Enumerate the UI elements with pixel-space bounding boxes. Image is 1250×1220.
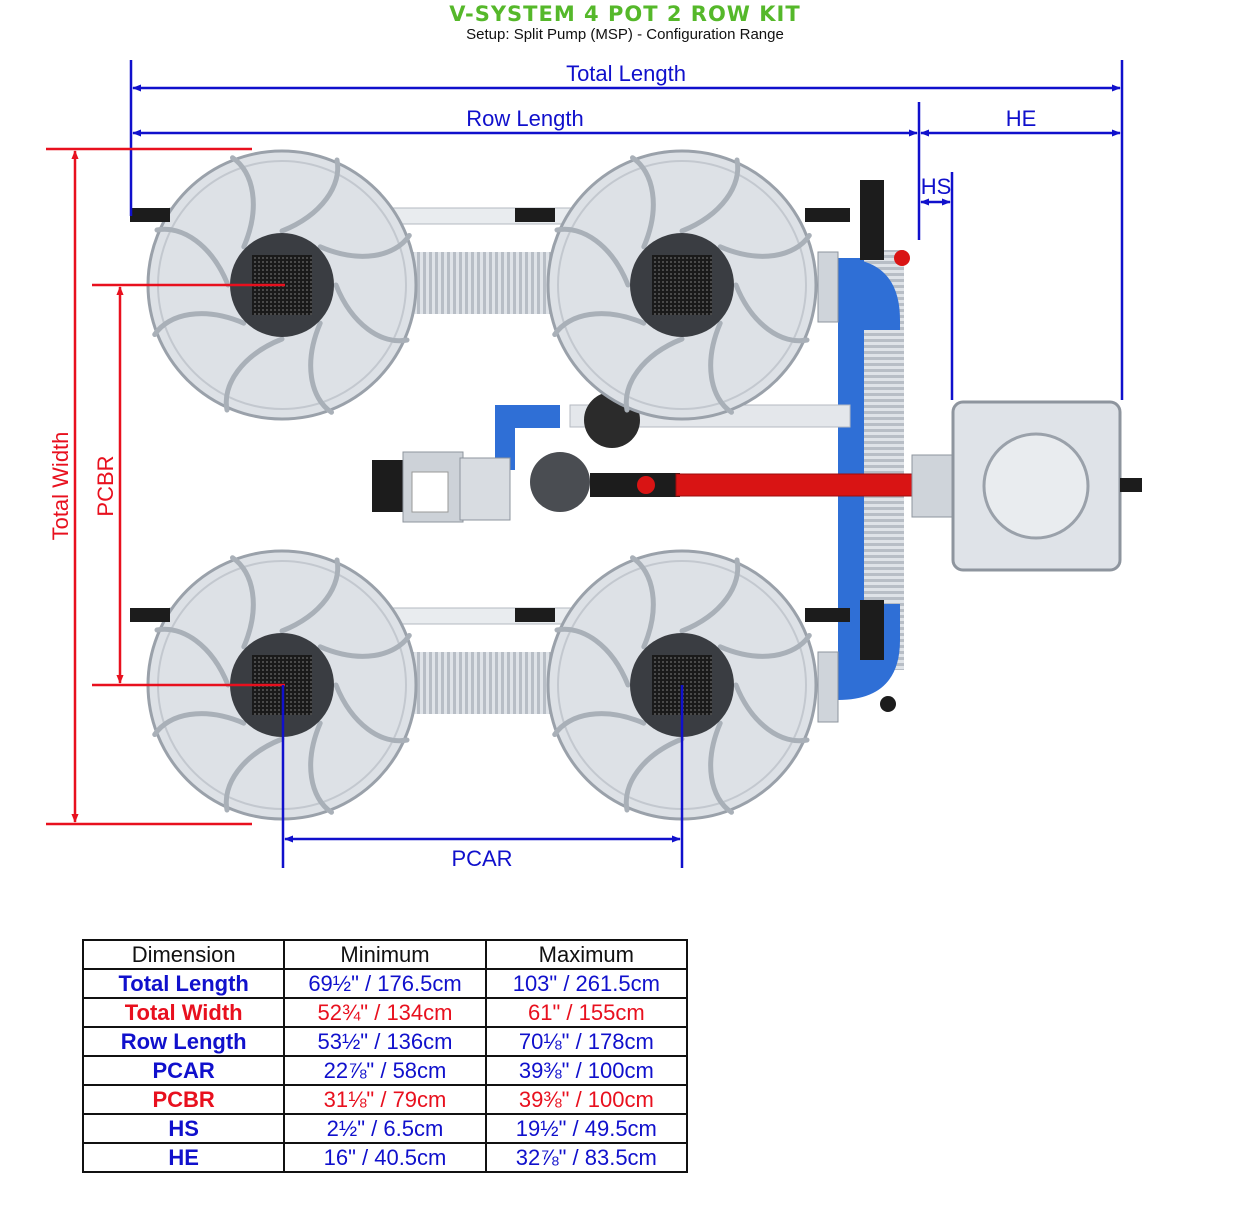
tank-inlet-fitting <box>911 454 953 518</box>
pcbr-label: PCBR <box>93 455 118 516</box>
dimension-minimum: 2½" / 6.5cm <box>283 1113 487 1144</box>
dimension-minimum: 69½" / 176.5cm <box>283 968 487 999</box>
row-length-label: Row Length <box>466 106 583 131</box>
page-subtitle: Setup: Split Pump (MSP) - Configuration … <box>466 26 784 43</box>
pot-drain-fitting <box>515 608 555 622</box>
dimension-name: PCBR <box>81 1084 286 1115</box>
dimension-maximum: 61" / 155cm <box>484 997 689 1028</box>
pot-drain-fitting <box>515 208 555 222</box>
pump-label <box>411 471 449 513</box>
dimension-minimum: 52¾" / 134cm <box>283 997 487 1028</box>
column-header-minimum: Minimum <box>283 939 487 970</box>
column-header-dimension: Dimension <box>81 939 286 970</box>
bottom-row-hose <box>400 652 570 714</box>
total-width-label: Total Width <box>48 432 73 541</box>
dimension-minimum: 53½" / 136cm <box>283 1026 487 1057</box>
dimension-maximum: 39⅜" / 100cm <box>484 1055 689 1086</box>
feed-valve-icon <box>637 476 655 494</box>
pump-blue-fitting <box>495 405 560 470</box>
top-valve-icon <box>894 250 910 266</box>
table-row: Total Width 52¾" / 134cm 61" / 155cm <box>81 997 689 1028</box>
pot-drain-fitting <box>130 208 170 222</box>
table-row: HE 16" / 40.5cm 32⅞" / 83.5cm <box>81 1142 689 1173</box>
bottom-drain-cap <box>880 696 896 712</box>
dimension-minimum: 22⅞" / 58cm <box>283 1055 487 1086</box>
dimension-table: Dimension Minimum Maximum Total Length 6… <box>81 939 689 1173</box>
dimension-minimum: 31⅛" / 79cm <box>283 1084 487 1115</box>
dimension-maximum: 103" / 261.5cm <box>484 968 689 999</box>
manifold-top-elbow <box>838 258 900 330</box>
pump-housing <box>459 457 511 521</box>
table-row: Total Length 69½" / 176.5cm 103" / 261.5… <box>81 968 689 999</box>
feed-valve-body <box>590 473 680 497</box>
dimension-name: PCAR <box>81 1055 286 1086</box>
table-row: HS 2½" / 6.5cm 19½" / 49.5cm <box>81 1113 689 1144</box>
dimension-minimum: 16" / 40.5cm <box>283 1142 487 1173</box>
dimension-maximum: 19½" / 49.5cm <box>484 1113 689 1144</box>
dimension-maximum: 32⅞" / 83.5cm <box>484 1142 689 1173</box>
column-header-maximum: Maximum <box>484 939 689 970</box>
table-row: PCBR 31⅛" / 79cm 39⅜" / 100cm <box>81 1084 689 1115</box>
page-title: V-SYSTEM 4 POT 2 ROW KIT <box>449 2 801 26</box>
pot-drain-fitting <box>805 608 850 622</box>
dimension-name: HE <box>81 1142 286 1173</box>
top-standpipe <box>860 180 884 260</box>
dimension-maximum: 70⅛" / 178cm <box>484 1026 689 1057</box>
tank-sensor-plug <box>1120 478 1142 492</box>
dimension-name: Total Length <box>81 968 286 999</box>
top-row-hose <box>400 252 570 314</box>
top-pot-outlet <box>817 251 839 323</box>
total-length-label: Total Length <box>566 61 686 86</box>
control-tank-lid <box>982 432 1090 540</box>
table-row: PCAR 22⅞" / 58cm 39⅜" / 100cm <box>81 1055 689 1086</box>
system-diagram: Total Length Row Length HE HS Total Widt… <box>46 60 1142 871</box>
pot-top-right <box>548 151 816 419</box>
pcar-label: PCAR <box>451 846 512 871</box>
dimension-maximum: 39⅜" / 100cm <box>484 1084 689 1115</box>
bottom-pot-outlet <box>817 651 839 723</box>
pot-drain-fitting <box>805 208 850 222</box>
dimension-name: Total Width <box>81 997 286 1028</box>
filter-housing-bottom <box>530 452 590 512</box>
dimension-name: Row Length <box>81 1026 286 1057</box>
pot-drain-fitting <box>130 608 170 622</box>
red-feed-pipe <box>675 473 945 497</box>
he-label: HE <box>1006 106 1037 131</box>
dimension-name: HS <box>81 1113 286 1144</box>
table-header-row: Dimension Minimum Maximum <box>81 939 689 970</box>
table-row: Row Length 53½" / 136cm 70⅛" / 178cm <box>81 1026 689 1057</box>
hs-label: HS <box>921 174 952 199</box>
bottom-standpipe <box>860 600 884 660</box>
